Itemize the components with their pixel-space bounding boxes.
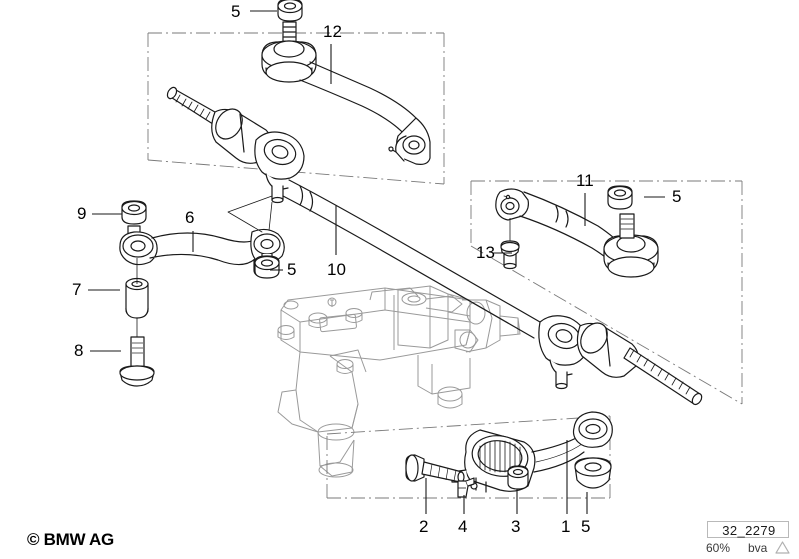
callout-13: 13 [476,243,495,262]
clamp-bolt-2 [405,454,465,483]
callout-5-right-upper: 5 [672,187,682,206]
group-boundary-lower [326,415,611,499]
part-code-text: 32_2279 [722,523,776,538]
nut-9 [121,200,147,225]
callout-5-bottom: 5 [581,517,591,536]
callout-leader-lines [88,10,665,514]
bushing-7 [125,258,149,319]
callout-4: 4 [458,517,468,536]
zoom-level-text: 60% [706,541,731,555]
callout-1: 1 [561,517,571,536]
callout-12: 12 [323,22,342,41]
callout-5-mid: 5 [287,260,297,279]
callout-5-top: 5 [231,2,241,21]
callout-9: 9 [77,204,87,223]
origin-code-text: bva [748,541,768,555]
castle-nut-5-idler [254,255,280,279]
bolt-8 [119,318,155,387]
callout-2: 2 [419,517,429,536]
tie-rod-assembly-11 [495,188,659,278]
retaining-clip-4 [457,477,475,498]
part-code-box: 32_2279 [707,521,789,538]
idler-arm-6 [119,195,285,267]
castle-nut-5-right [607,185,633,210]
castle-nut-5-bottom [574,457,612,489]
callout-7: 7 [72,280,82,299]
bmw-copyright-mark: © BMW AG [27,530,114,549]
castle-nut-5-top [277,0,303,22]
callout-11: 11 [576,171,594,190]
group-boundary-right [470,180,743,405]
center-drag-link-10 [166,86,703,406]
callout-8: 8 [74,341,84,360]
triangle-outline-icon [775,541,790,554]
screw-13 [500,218,520,270]
steering-gearbox-ghost [277,285,521,478]
tie-rod-assembly-12 [261,21,431,165]
callout-10: 10 [327,260,346,279]
spacer-3 [507,465,529,490]
callout-3: 3 [511,517,521,536]
callout-6: 6 [185,208,195,227]
